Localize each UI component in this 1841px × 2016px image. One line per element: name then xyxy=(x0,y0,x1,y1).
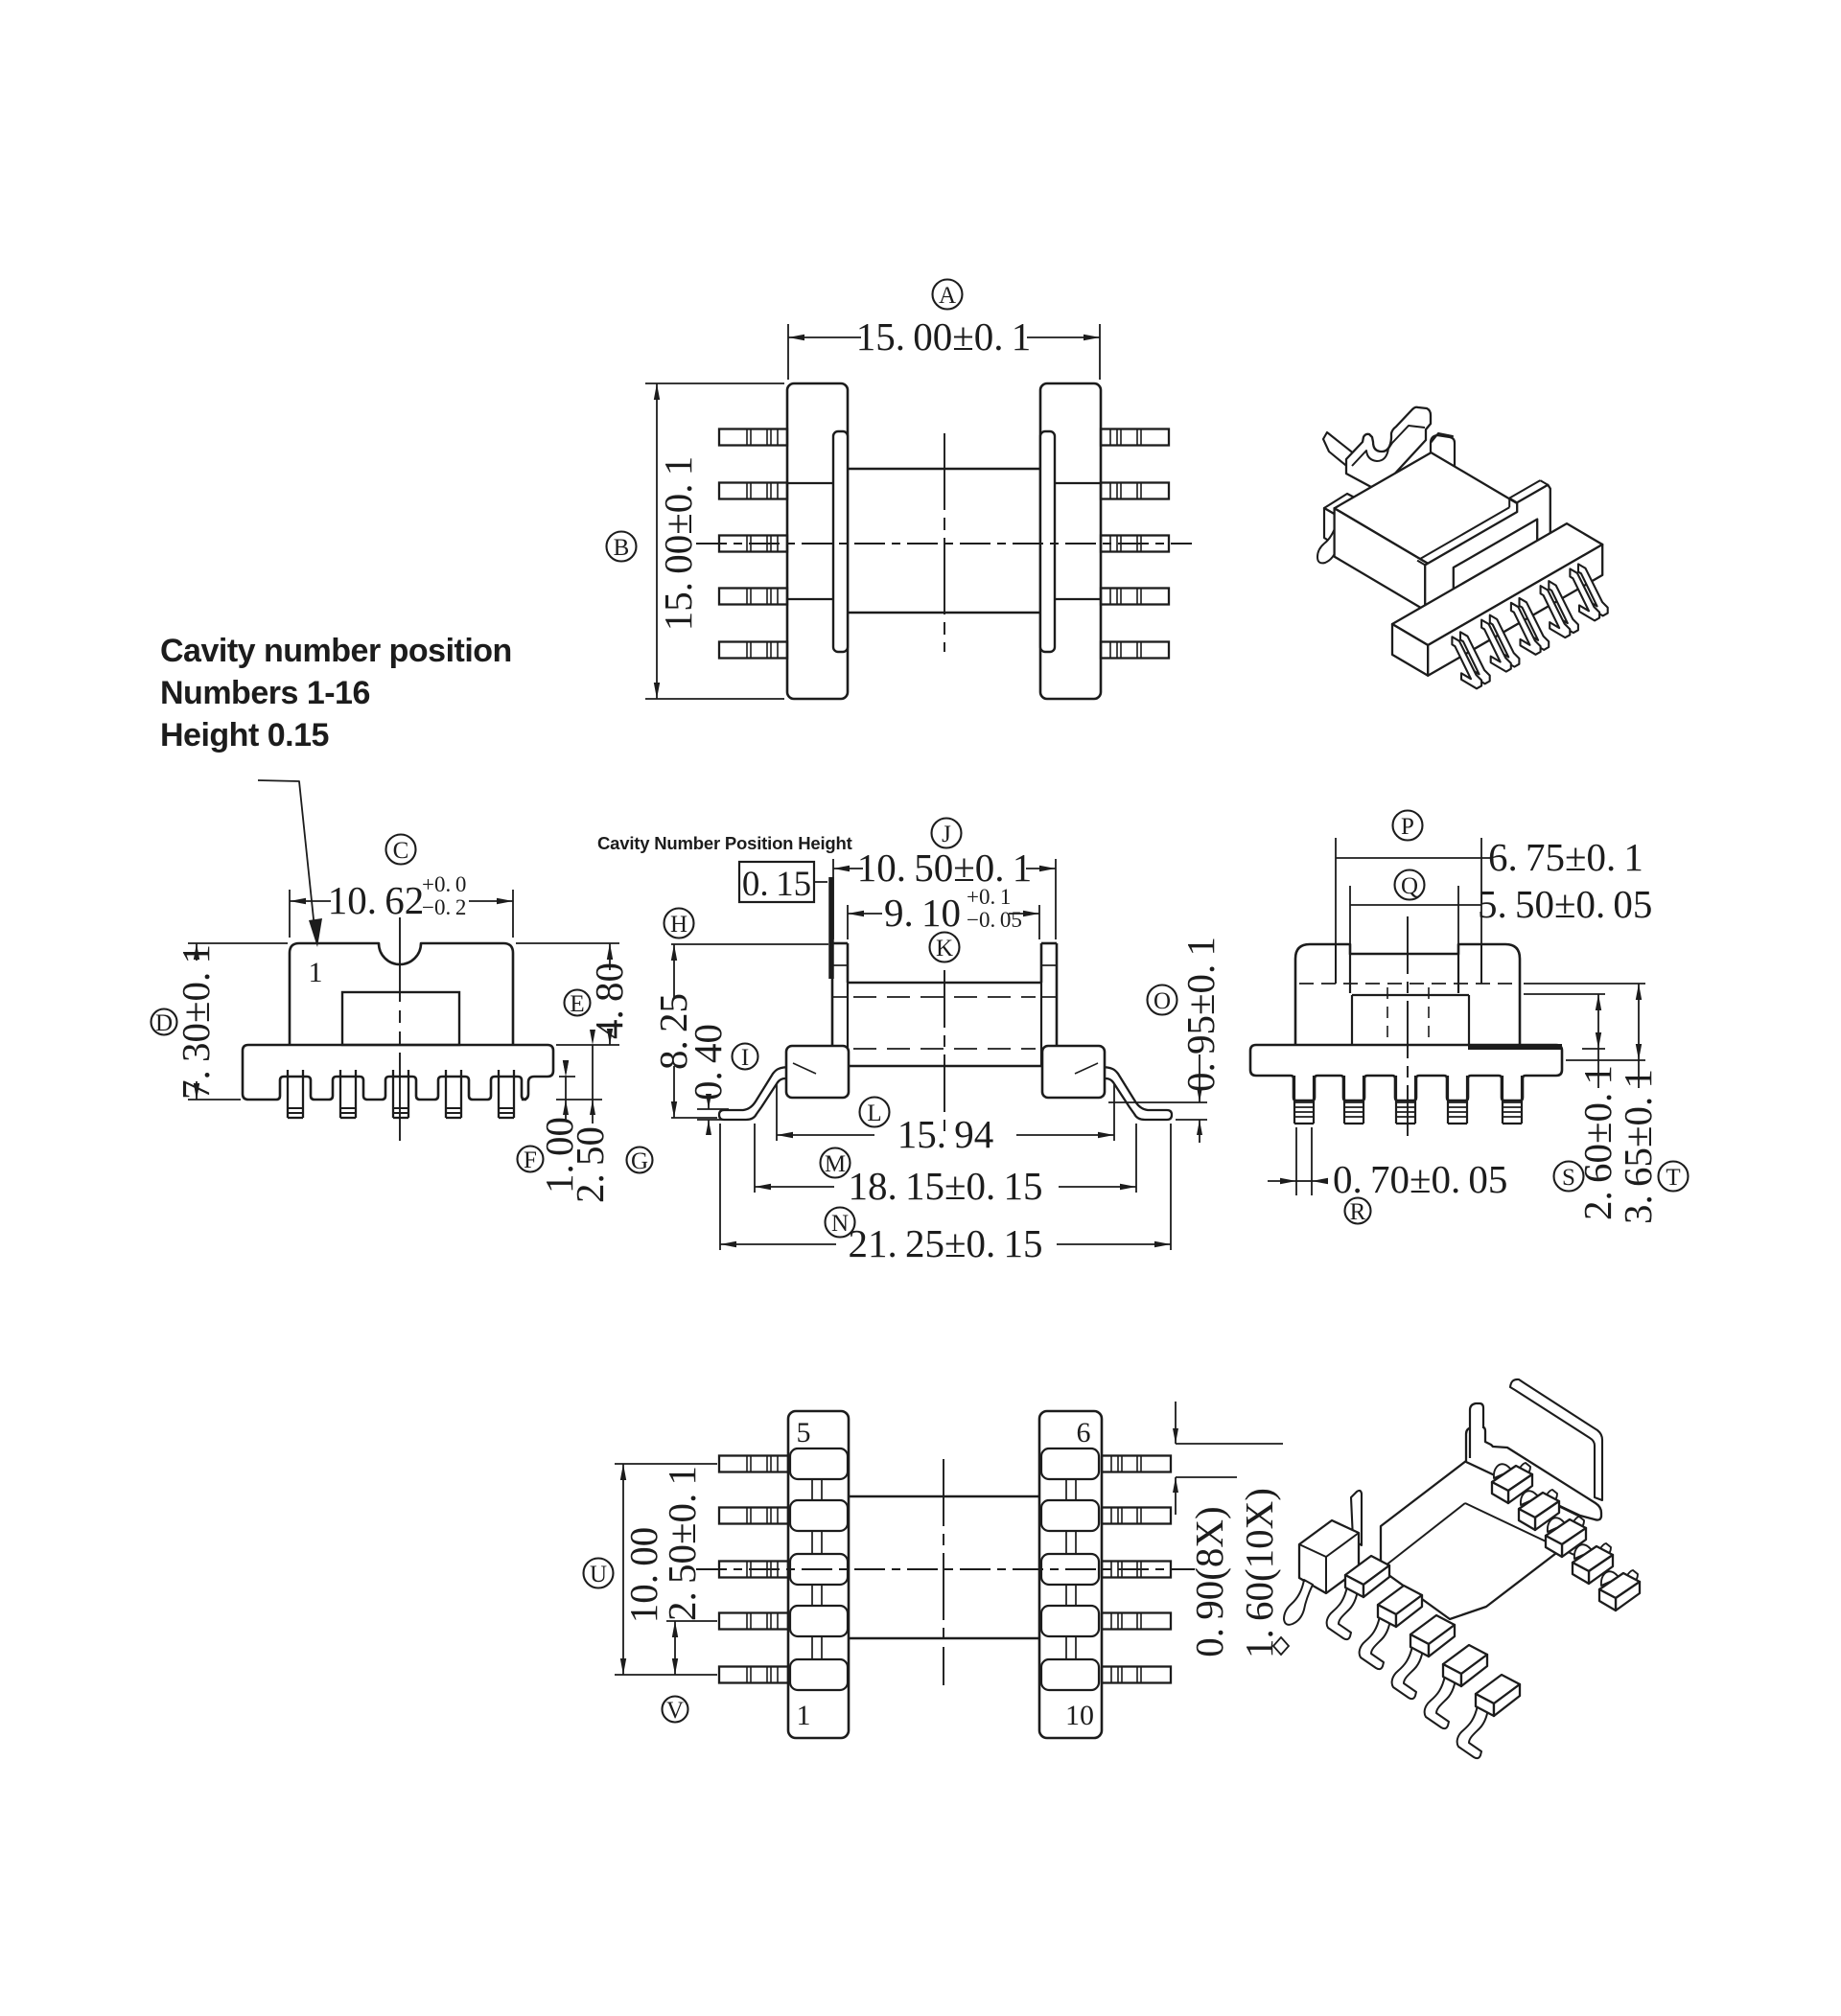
svg-text:3. 65±0. 1: 3. 65±0. 1 xyxy=(1616,1069,1660,1224)
svg-text:Cavity Number Position Height: Cavity Number Position Height xyxy=(597,833,852,853)
svg-text:Cavity number position: Cavity number position xyxy=(160,633,512,669)
svg-text:15. 00±0. 1: 15. 00±0. 1 xyxy=(856,314,1031,359)
svg-text:+0. 0: +0. 0 xyxy=(422,872,466,896)
svg-text:5: 5 xyxy=(797,1417,811,1448)
svg-text:1. 00: 1. 00 xyxy=(537,1117,581,1193)
svg-text:S: S xyxy=(1562,1165,1575,1191)
svg-text:A: A xyxy=(939,283,956,309)
svg-text:O: O xyxy=(1154,988,1171,1014)
svg-text:9. 10: 9. 10 xyxy=(884,891,961,935)
svg-text:K: K xyxy=(936,936,953,962)
svg-text:1. 60(10X): 1. 60(10X) xyxy=(1237,1488,1281,1658)
svg-text:5. 50±0. 05: 5. 50±0. 05 xyxy=(1478,882,1652,926)
svg-text:−0. 05: −0. 05 xyxy=(967,908,1022,932)
svg-text:E: E xyxy=(570,991,584,1017)
svg-text:10. 50±0. 1: 10. 50±0. 1 xyxy=(857,846,1032,890)
svg-text:G: G xyxy=(631,1148,648,1174)
svg-text:7. 30±0. 1: 7. 30±0. 1 xyxy=(174,944,218,1100)
svg-text:M: M xyxy=(825,1151,846,1177)
svg-text:8. 25: 8. 25 xyxy=(651,993,695,1070)
svg-text:15. 00±0. 1: 15. 00±0. 1 xyxy=(656,456,700,631)
svg-text:0. 90(8X): 0. 90(8X) xyxy=(1187,1506,1231,1657)
svg-text:Height 0.15: Height 0.15 xyxy=(160,717,329,753)
svg-text:N: N xyxy=(831,1211,849,1237)
svg-text:H: H xyxy=(670,912,687,938)
svg-text:Numbers 1-16: Numbers 1-16 xyxy=(160,675,370,711)
svg-text:U: U xyxy=(590,1562,607,1587)
svg-text:L: L xyxy=(867,1101,881,1126)
svg-text:J: J xyxy=(942,822,951,847)
svg-text:1: 1 xyxy=(309,957,323,988)
svg-text:R: R xyxy=(1350,1199,1366,1225)
svg-text:B: B xyxy=(614,535,630,561)
svg-text:10. 00: 10. 00 xyxy=(621,1527,665,1623)
svg-text:−0. 2: −0. 2 xyxy=(422,895,466,919)
svg-text:6: 6 xyxy=(1077,1417,1091,1448)
svg-text:+0. 1: +0. 1 xyxy=(967,885,1011,909)
svg-text:21. 25±0. 15: 21. 25±0. 15 xyxy=(849,1221,1043,1265)
svg-text:2. 50: 2. 50 xyxy=(568,1126,612,1203)
svg-text:0. 40: 0. 40 xyxy=(686,1024,730,1101)
svg-text:2. 60±0. 1: 2. 60±0. 1 xyxy=(1575,1065,1620,1220)
svg-text:0. 15: 0. 15 xyxy=(742,865,811,904)
svg-text:F: F xyxy=(524,1147,537,1173)
svg-text:0. 70±0. 05: 0. 70±0. 05 xyxy=(1333,1157,1507,1201)
svg-text:Q: Q xyxy=(1401,873,1418,899)
svg-text:18. 15±0. 15: 18. 15±0. 15 xyxy=(849,1164,1043,1208)
svg-text:T: T xyxy=(1666,1165,1680,1191)
svg-text:P: P xyxy=(1401,814,1414,840)
svg-text:10. 62: 10. 62 xyxy=(328,878,424,922)
svg-text:10: 10 xyxy=(1065,1700,1094,1731)
svg-text:D: D xyxy=(155,1010,173,1036)
svg-text:C: C xyxy=(393,838,409,864)
svg-text:4. 80: 4. 80 xyxy=(587,962,631,1039)
svg-text:1: 1 xyxy=(797,1700,811,1731)
svg-text:0. 95±0. 1: 0. 95±0. 1 xyxy=(1178,937,1223,1092)
svg-text:6. 75±0. 1: 6. 75±0. 1 xyxy=(1488,835,1643,879)
svg-text:15. 94: 15. 94 xyxy=(897,1112,993,1156)
svg-text:V: V xyxy=(666,1698,684,1724)
svg-text:I: I xyxy=(741,1045,749,1071)
svg-text:2. 50±0. 1: 2. 50±0. 1 xyxy=(660,1466,704,1621)
